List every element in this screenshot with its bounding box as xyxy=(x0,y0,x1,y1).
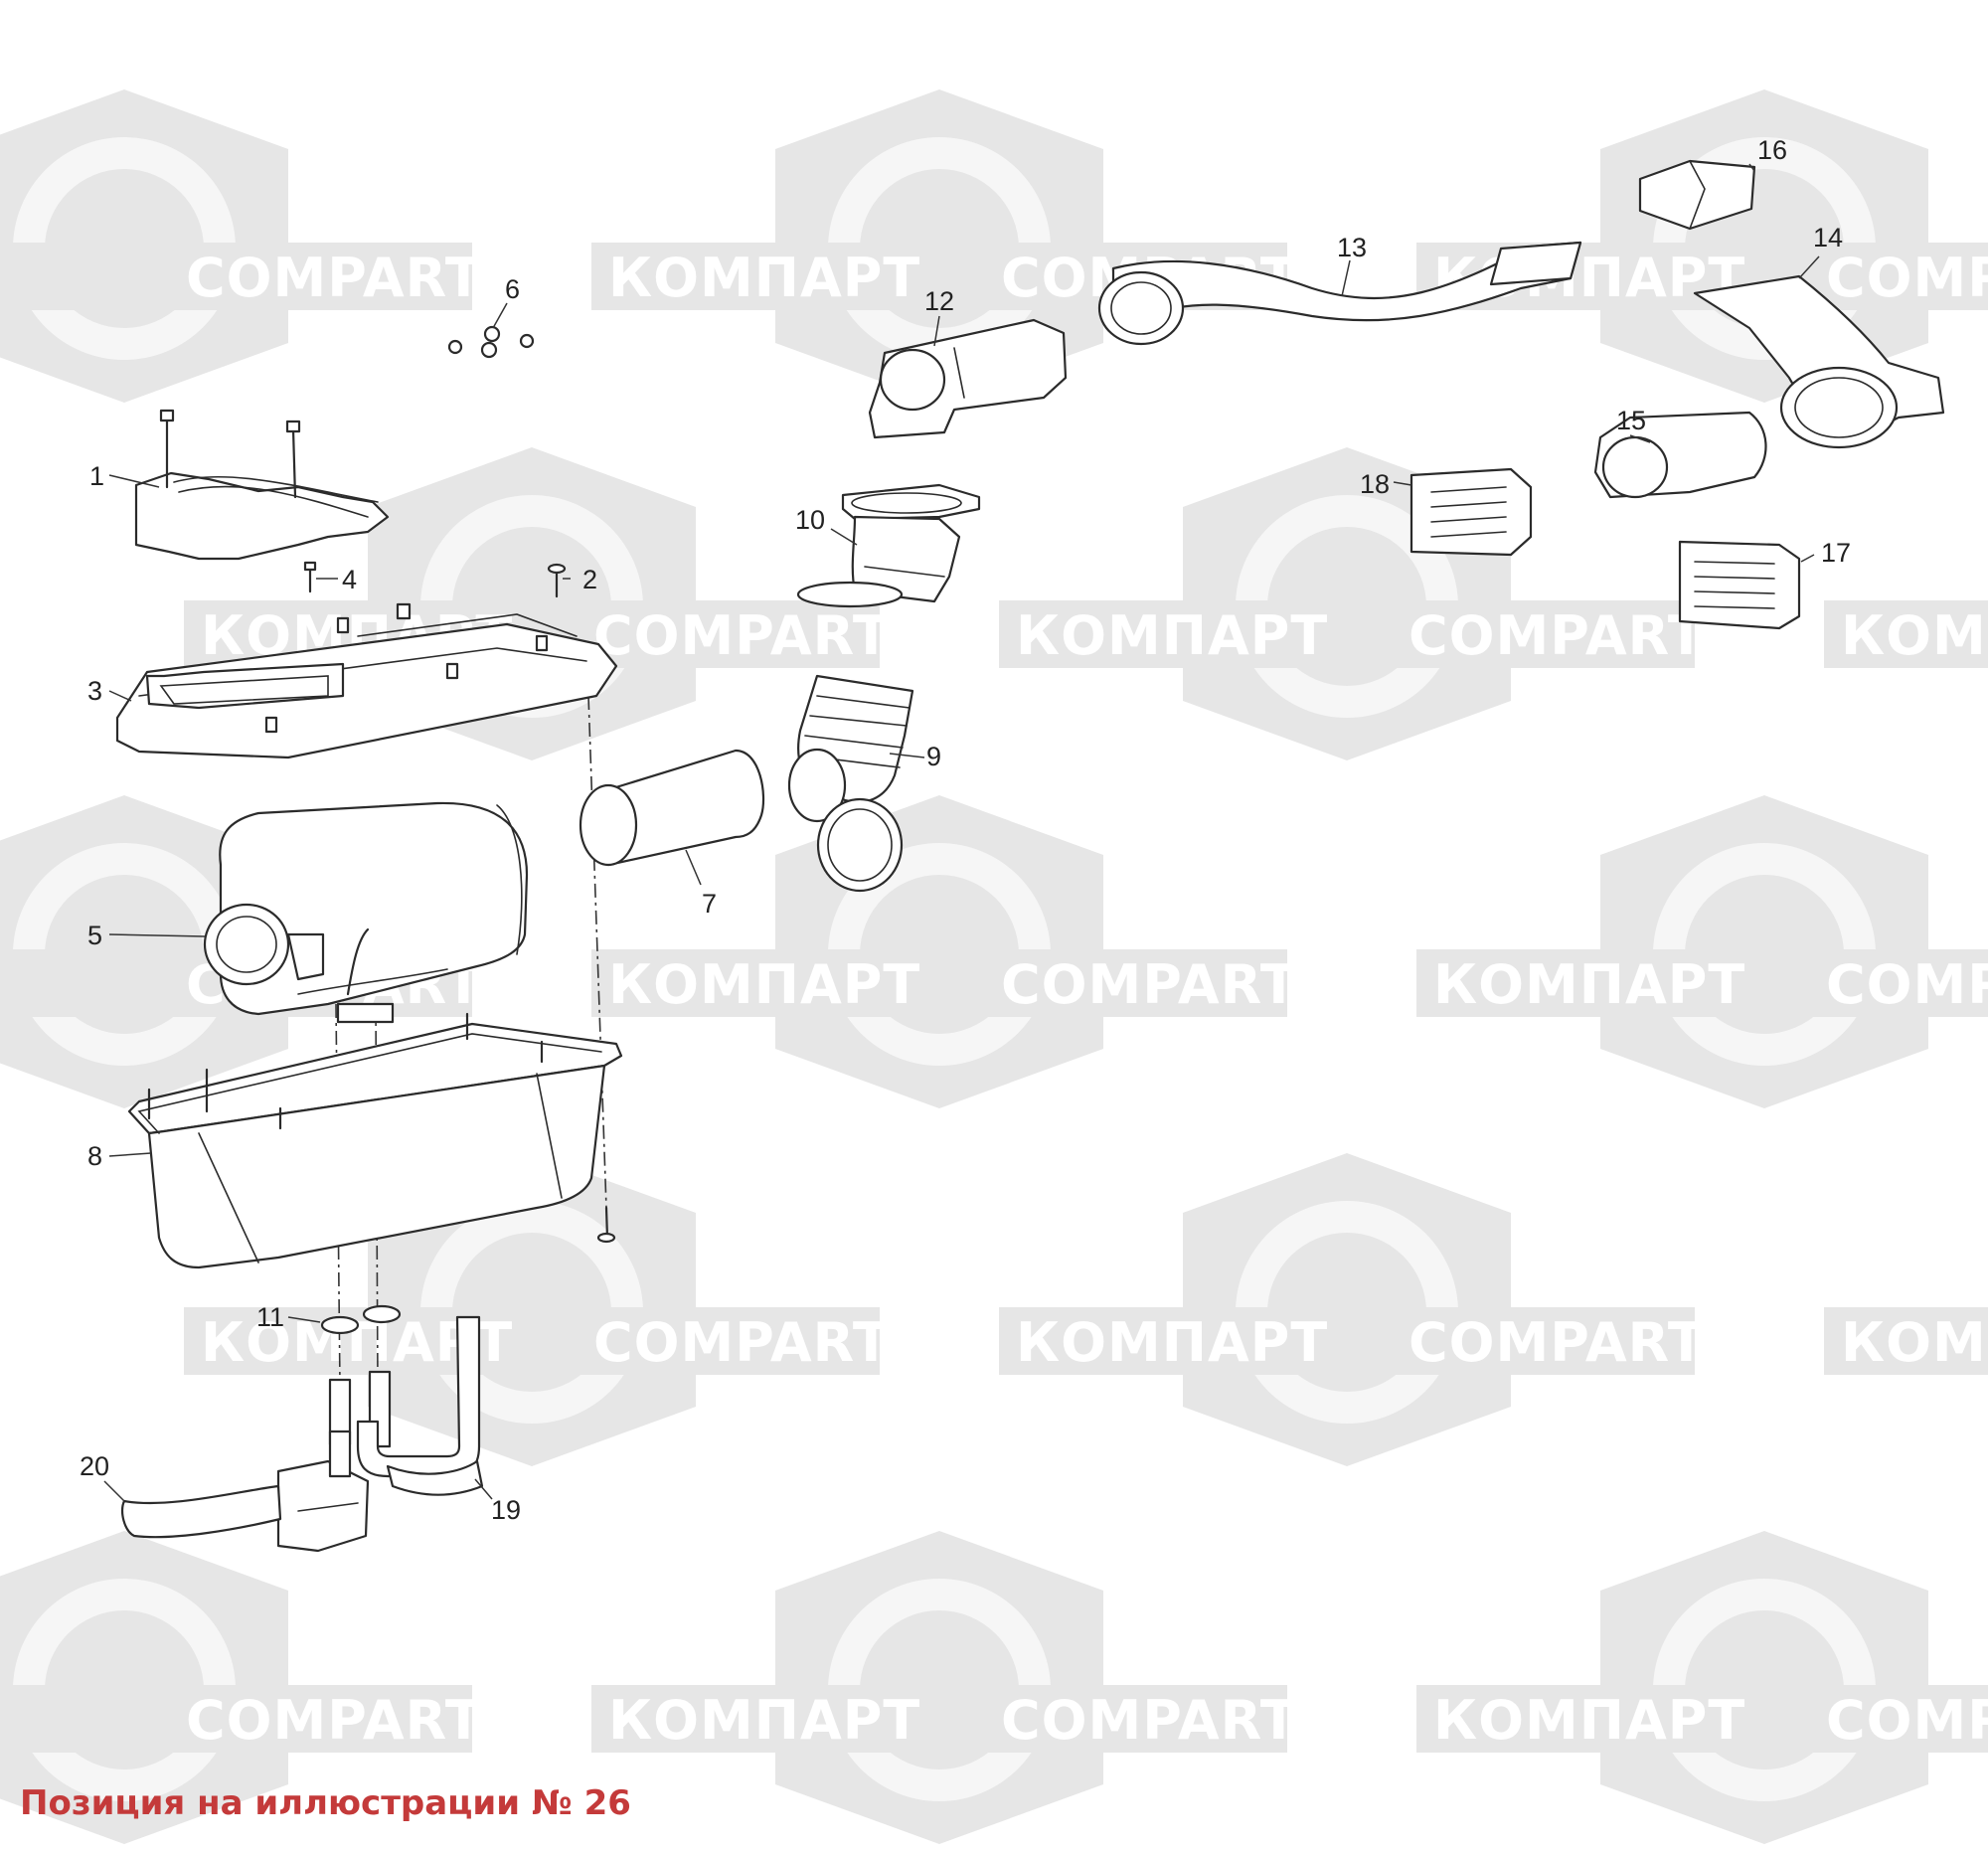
watermark-text: COMPART xyxy=(593,604,891,667)
watermark-text: COMPART xyxy=(1408,1311,1706,1374)
part-17-vent xyxy=(1678,540,1801,630)
part-label-1: 1 xyxy=(89,461,104,491)
part-1-bracket xyxy=(134,409,390,561)
watermark-text: COMPART xyxy=(1826,247,1988,309)
illustration-caption: Позиция на иллюстрации № 26 xyxy=(20,1783,631,1823)
part-label-7: 7 xyxy=(702,889,717,919)
watermark-text: КОМПАРТ xyxy=(1841,604,1988,667)
watermark-text: COMPART xyxy=(1001,1689,1298,1752)
watermark-text: COMPART xyxy=(1826,1689,1988,1752)
part-label-9: 9 xyxy=(926,742,941,771)
watermark-text: COMPART xyxy=(1826,953,1988,1016)
part-label-17: 17 xyxy=(1821,538,1851,568)
part-label-5: 5 xyxy=(87,921,102,950)
part-6-nuts xyxy=(447,325,535,359)
part-label-6: 6 xyxy=(505,274,520,304)
part-label-4: 4 xyxy=(342,565,357,594)
part-label-12: 12 xyxy=(924,286,954,316)
watermark-text: КОМПАРТ xyxy=(1433,953,1745,1016)
watermark-text: КОМПАРТ xyxy=(608,247,920,309)
part-14-duct xyxy=(1693,274,1945,449)
housing-screw xyxy=(596,1206,616,1244)
part-16-box xyxy=(1638,159,1756,231)
part-label-15: 15 xyxy=(1616,406,1646,435)
part-label-8: 8 xyxy=(87,1141,102,1171)
part-13-duct xyxy=(1097,241,1582,346)
part-9-bellows xyxy=(787,674,914,893)
part-label-10: 10 xyxy=(795,505,825,535)
part-label-16: 16 xyxy=(1757,135,1787,165)
part-2-screw xyxy=(547,563,567,598)
watermark-text: COMPART xyxy=(1408,604,1706,667)
part-12-elbow xyxy=(868,318,1068,439)
leader-lines xyxy=(103,163,1820,1502)
part-label-14: 14 xyxy=(1813,223,1843,253)
part-label-20: 20 xyxy=(80,1451,109,1481)
part-7-cylinder xyxy=(579,749,765,867)
watermark-text: КОМПАРТ xyxy=(1841,1311,1988,1374)
watermark-text: КОМПАРТ xyxy=(1433,1689,1745,1752)
part-3-cover xyxy=(115,602,618,759)
part-5-heater xyxy=(203,801,529,1024)
part-11-clamps xyxy=(320,1304,402,1335)
part-label-19: 19 xyxy=(491,1495,521,1525)
part-20-pump xyxy=(120,1430,370,1553)
watermark-text: КОМПАРТ xyxy=(1016,1311,1328,1374)
watermark-text: COMPART xyxy=(186,247,483,309)
part-8-housing xyxy=(127,1012,623,1269)
watermark-text: COMPART xyxy=(593,1311,891,1374)
part-label-18: 18 xyxy=(1360,469,1390,499)
part-label-13: 13 xyxy=(1337,233,1367,262)
watermark-pattern: COMPART КОМПАРТ COMPART КОМПАРТ COMPART … xyxy=(0,89,1988,1844)
part-10-flange xyxy=(796,483,981,608)
watermark-text: КОМПАРТ xyxy=(608,1689,920,1752)
part-18-vent xyxy=(1409,467,1533,557)
part-label-2: 2 xyxy=(582,565,597,594)
part-4-screw xyxy=(303,561,317,593)
part-labels: 1 2 3 4 5 6 7 8 9 10 11 12 13 14 15 16 1… xyxy=(80,135,1851,1525)
part-label-3: 3 xyxy=(87,676,102,706)
part-label-11: 11 xyxy=(256,1302,284,1332)
pipes xyxy=(328,1315,481,1478)
watermark-text: КОМПАРТ xyxy=(608,953,920,1016)
part-19-hose xyxy=(386,1459,484,1496)
watermark-text: КОМПАРТ xyxy=(1016,604,1328,667)
watermark-text: COMPART xyxy=(1001,953,1298,1016)
watermark-text: COMPART xyxy=(186,1689,483,1752)
